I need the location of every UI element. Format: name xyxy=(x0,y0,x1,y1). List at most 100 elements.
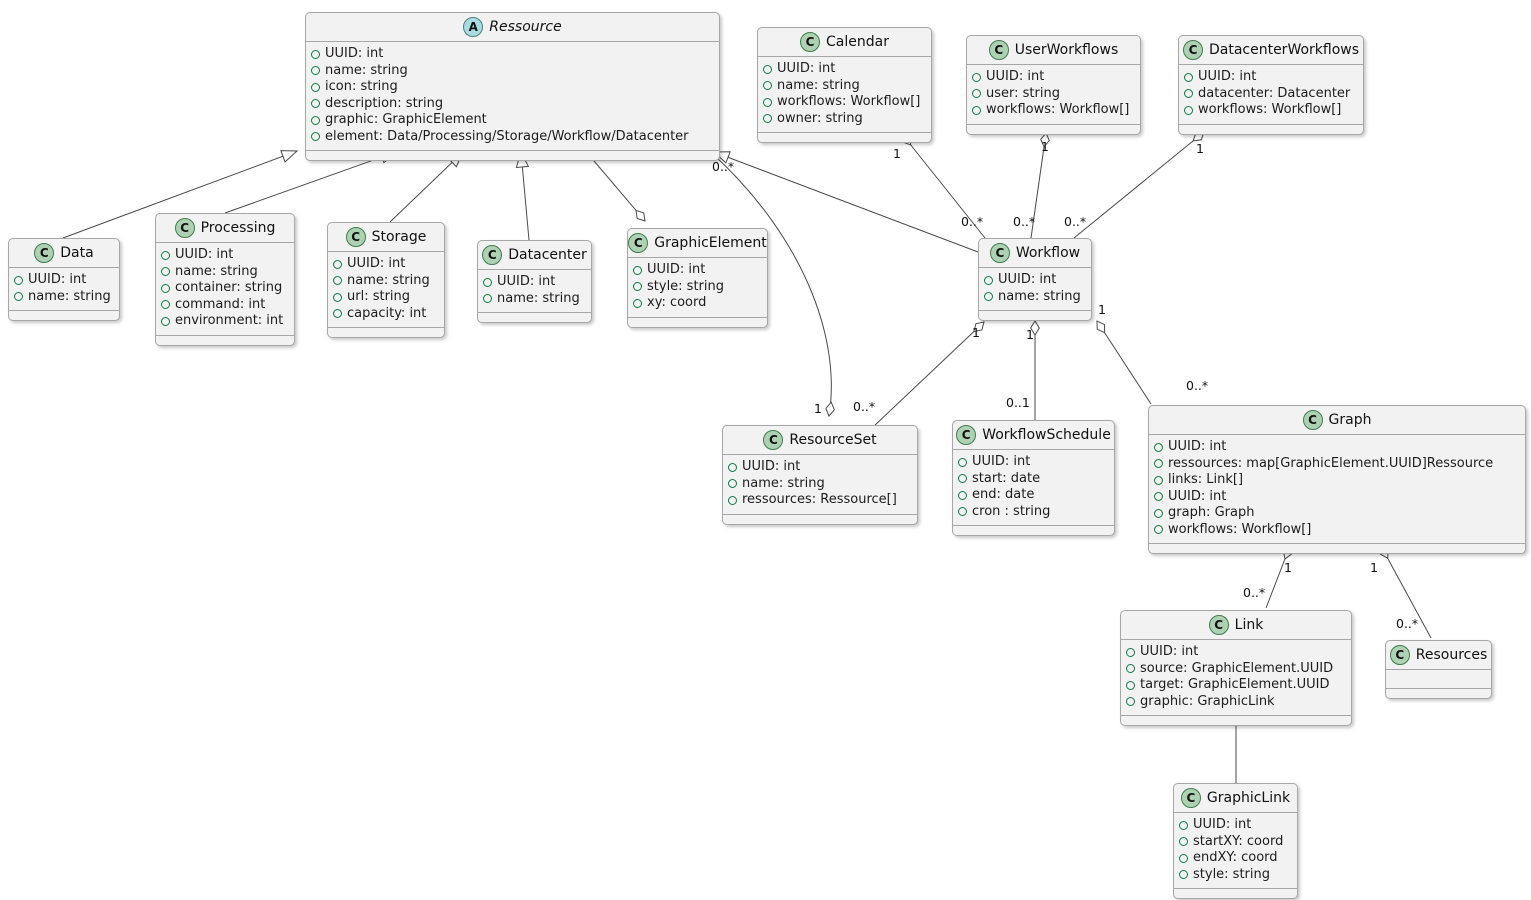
attribute-text: ressources: Ressource[] xyxy=(742,492,897,507)
class-attribute: UUID: int xyxy=(14,272,113,289)
field-visibility-icon xyxy=(633,282,642,292)
field-visibility-icon xyxy=(161,316,170,326)
class-attribute: style: string xyxy=(633,279,761,296)
field-visibility-icon xyxy=(1126,647,1135,657)
attribute-text: url: string xyxy=(347,289,411,304)
methods-compartment xyxy=(758,133,931,142)
attribute-text: command: int xyxy=(175,296,266,312)
class-stereotype-icon: C xyxy=(1182,40,1203,60)
attribute-text: UUID: int xyxy=(175,247,234,262)
class-attribute: url: string xyxy=(333,289,438,306)
class-attribute: capacity: int xyxy=(333,306,438,323)
multiplicity-label: 1 xyxy=(1196,141,1204,156)
class-attribute: owner: string xyxy=(763,111,925,128)
field-visibility-icon xyxy=(161,250,170,260)
methods-compartment xyxy=(628,318,767,327)
class-name: Data xyxy=(60,245,94,261)
class-attribute: graphic: GraphicLink xyxy=(1126,694,1345,711)
class-header: C Workflow xyxy=(979,239,1091,268)
attribute-text: UUID: int xyxy=(1140,644,1199,659)
attribute-text: endXY: coord xyxy=(1193,850,1278,865)
class-attribute: UUID: int xyxy=(728,459,911,476)
edge-Workflow-DatacenterWorkflows xyxy=(1073,131,1205,239)
edge-Workflow-UserWorkflows xyxy=(1030,132,1050,239)
class-attribute: UUID: int xyxy=(483,274,585,291)
class-header: C DatacenterWorkflows xyxy=(1179,36,1363,65)
methods-compartment xyxy=(478,313,591,322)
attribute-text: UUID: int xyxy=(347,256,406,271)
attribute-text: startXY: coord xyxy=(1193,833,1284,849)
attribute-text: UUID: int xyxy=(28,272,87,287)
class-attribute: command: int xyxy=(161,297,288,314)
class-header: C Datacenter xyxy=(478,241,591,270)
edge-Link-Graph xyxy=(1265,545,1293,609)
class-attribute: UUID: int xyxy=(1126,644,1345,661)
class-attribute: user: string xyxy=(972,86,1134,103)
field-visibility-icon xyxy=(1179,870,1188,880)
class-attribute: UUID: int xyxy=(1184,69,1357,86)
class-attribute: name: string xyxy=(728,476,911,493)
class-header: C Storage xyxy=(328,223,444,252)
class-attribute: name: string xyxy=(984,289,1085,306)
attribute-text: name: string xyxy=(742,475,825,491)
attribute-text: cron : string xyxy=(972,503,1051,519)
attribute-text: name: string xyxy=(777,77,860,93)
field-visibility-icon xyxy=(483,294,492,304)
attribute-text: workflows: Workflow[] xyxy=(986,102,1130,117)
field-visibility-icon xyxy=(728,479,737,489)
field-visibility-icon xyxy=(728,462,737,472)
class-stereotype-icon: C xyxy=(989,243,1010,263)
attribute-text: name: string xyxy=(497,290,580,306)
class-name: Calendar xyxy=(826,34,889,50)
class-stereotype-icon: C xyxy=(956,425,977,445)
class-name: GraphicLink xyxy=(1206,790,1291,806)
class-attribute: end: date xyxy=(958,487,1108,504)
field-visibility-icon xyxy=(1184,89,1193,99)
edge-Workflow-Calendar xyxy=(901,133,986,239)
field-visibility-icon xyxy=(958,490,967,500)
field-visibility-icon xyxy=(333,259,342,269)
class-stereotype-icon: C xyxy=(1180,788,1201,808)
class-stereotype-icon: C xyxy=(345,227,366,247)
class-attribute: name: string xyxy=(763,78,925,95)
attribute-text: icon: string xyxy=(325,79,398,94)
attribute-text: workflows: Workflow[] xyxy=(1198,102,1342,117)
attribute-text: name: string xyxy=(347,272,430,288)
attribute-text: UUID: int xyxy=(1198,69,1257,84)
field-visibility-icon xyxy=(1179,853,1188,863)
class-name: UserWorkflows xyxy=(1014,42,1119,58)
attribute-text: end: date xyxy=(972,487,1035,502)
attribute-text: UUID: int xyxy=(1168,439,1227,454)
methods-compartment xyxy=(1149,544,1525,553)
field-visibility-icon xyxy=(14,292,23,302)
class-header: C Processing xyxy=(156,214,294,243)
class-attribute: UUID: int xyxy=(984,272,1085,289)
multiplicity-label: 0..* xyxy=(1064,214,1087,229)
field-visibility-icon xyxy=(311,49,320,59)
field-visibility-icon xyxy=(763,81,772,91)
attribute-text: workflows: Workflow[] xyxy=(777,94,921,109)
field-visibility-icon xyxy=(483,277,492,287)
field-visibility-icon xyxy=(972,105,981,115)
field-visibility-icon xyxy=(763,64,772,74)
attribute-text: name: string xyxy=(175,263,258,279)
attribute-text: name: string xyxy=(325,62,408,78)
field-visibility-icon xyxy=(633,265,642,275)
multiplicity-label: 0..* xyxy=(961,214,984,229)
field-visibility-icon xyxy=(333,276,342,286)
class-stereotype-icon: C xyxy=(1302,410,1323,430)
methods-compartment xyxy=(9,311,119,320)
methods-compartment xyxy=(1386,689,1491,698)
attribute-text: capacity: int xyxy=(347,305,427,321)
